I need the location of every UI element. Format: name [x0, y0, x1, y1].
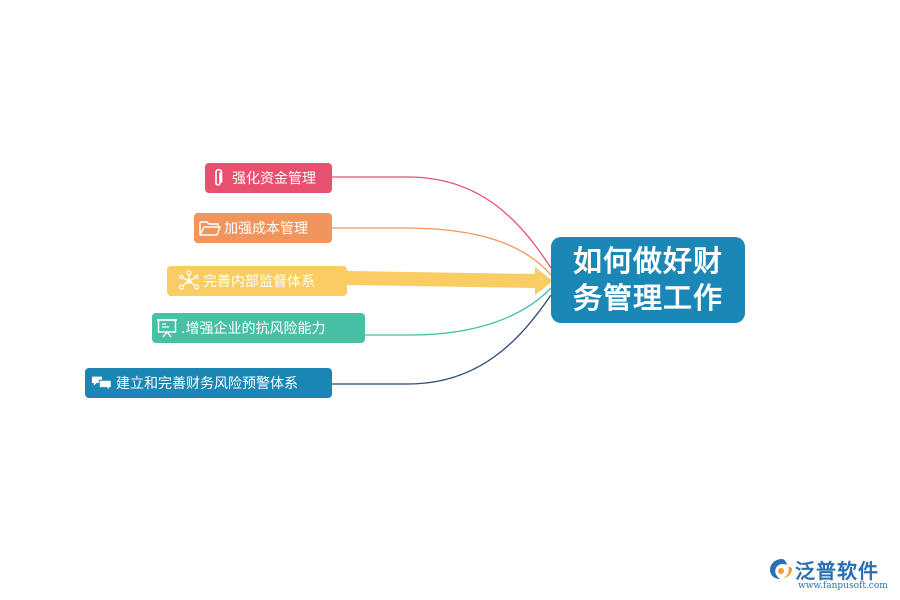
branch-label: .增强企业的抗风险能力: [181, 321, 326, 337]
branch-label: 完善内部监督体系: [203, 274, 315, 290]
connector-3: [347, 271, 535, 288]
logo-url: www.fanpusoft.com: [798, 581, 888, 591]
network-icon: [178, 270, 200, 292]
branch-label: 强化资金管理: [232, 171, 316, 187]
connector-5: [332, 294, 552, 385]
connector-1: [332, 176, 552, 269]
central-topic: 如何做好财 务管理工作: [551, 237, 745, 323]
presentation-board-icon: [156, 317, 178, 339]
branch-financial-risk-warning-system: 建立和完善财务风险预警体系: [85, 368, 332, 398]
connector-3-arrow: [535, 267, 553, 295]
branch-improve-internal-supervision: 完善内部监督体系: [167, 266, 347, 296]
central-topic-line-1: 如何做好财: [572, 244, 723, 278]
branch-strengthen-fund-management: 强化资金管理: [205, 163, 332, 193]
logo-brand-name: 泛普软件: [795, 559, 879, 583]
branch-label: 建立和完善财务风险预警体系: [116, 376, 298, 392]
chat-bubbles-icon: [91, 372, 113, 394]
connector-2: [332, 227, 552, 276]
fanpu-logo-mark-icon: [770, 559, 792, 579]
connector-4: [365, 287, 552, 336]
branch-strengthen-cost-management: 加强成本管理: [194, 213, 332, 243]
central-topic-line-2: 务管理工作: [572, 281, 723, 315]
folder-icon: [199, 217, 221, 239]
paperclip-icon: [207, 167, 229, 189]
fanpu-software-logo: 泛普软件 www.fanpusoft.com: [768, 555, 892, 595]
branch-label: 加强成本管理: [224, 221, 308, 237]
branch-enhance-risk-resistance: .增强企业的抗风险能力: [152, 313, 365, 343]
